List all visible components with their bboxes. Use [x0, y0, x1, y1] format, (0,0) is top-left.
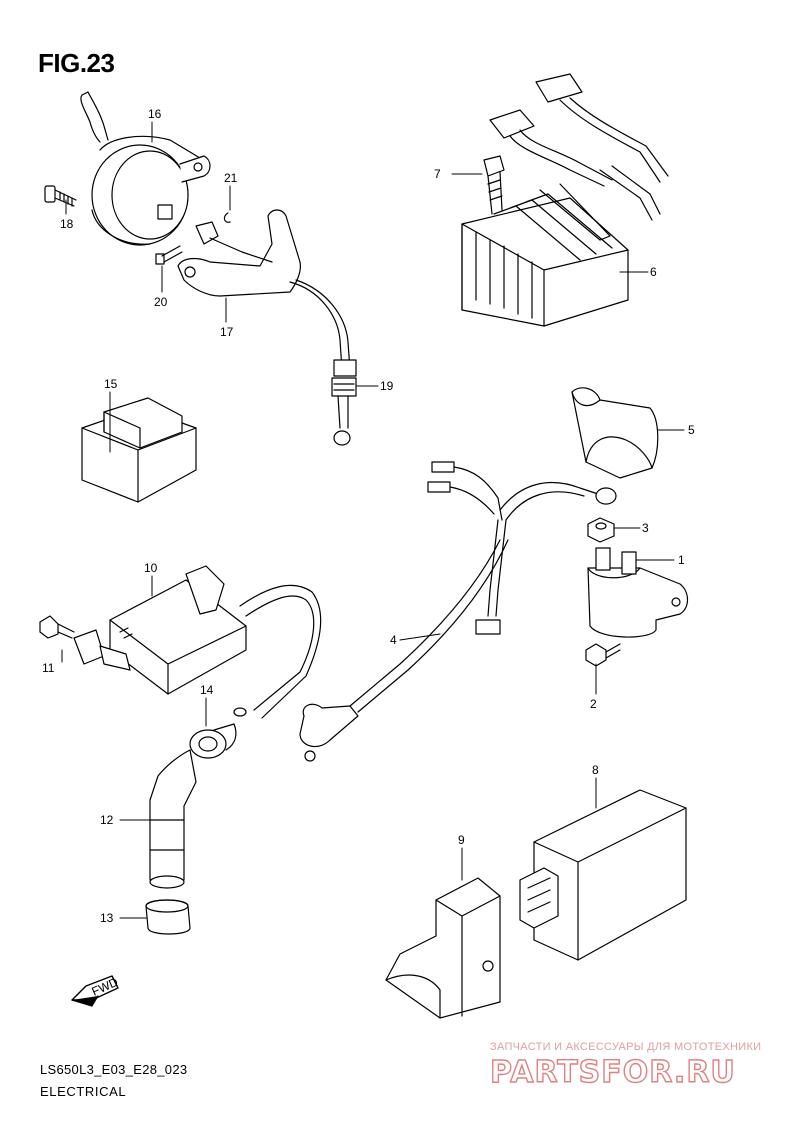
leader-lines	[61, 121, 685, 919]
callout-9: 9	[458, 833, 465, 847]
callout-2: 2	[590, 697, 597, 711]
part-14-seal	[189, 723, 237, 759]
callout-17: 17	[220, 325, 234, 339]
watermark-logo-text: PARTSFOR.RU	[490, 1055, 736, 1088]
callout-21: 21	[224, 171, 238, 185]
part-2-bolt	[585, 643, 621, 667]
part-18-screw	[44, 185, 77, 207]
watermark-logo: PARTSFOR.RU	[488, 1054, 784, 1090]
part-16-pickup-coil	[80, 91, 211, 246]
fwd-arrow: FWD	[71, 975, 121, 1007]
part-17-bracket	[177, 209, 357, 377]
callout-8: 8	[592, 763, 599, 777]
part-1-starter-relay	[587, 547, 689, 638]
part-15-relay	[81, 397, 197, 503]
callout-18: 18	[60, 217, 74, 231]
callout-10: 10	[144, 561, 158, 575]
callout-labels: 16 21 18 20 17 19 7 6 5 3 1 2 4 15 10 11…	[42, 107, 695, 925]
callout-20: 20	[154, 295, 168, 309]
callout-1: 1	[678, 553, 685, 567]
figure-title: FIG.23	[38, 48, 115, 78]
watermark-tagline: ЗАПЧАСТИ И АКСЕССУАРЫ ДЛЯ МОТОТЕХНИКИ	[490, 1041, 762, 1053]
callout-4: 4	[390, 633, 397, 647]
part-20-bolt	[155, 245, 183, 265]
diagram-code: LS650L3_E03_E28_023	[40, 1062, 188, 1077]
section-label: ELECTRICAL	[40, 1084, 127, 1099]
part-13-cover	[145, 899, 191, 935]
part-21-clip	[223, 212, 231, 223]
callout-3: 3	[642, 521, 649, 535]
part-5-cap	[571, 387, 659, 479]
callout-7: 7	[434, 167, 441, 181]
part-4-wire-harness	[299, 461, 617, 762]
callout-13: 13	[100, 911, 114, 925]
callout-5: 5	[688, 423, 695, 437]
callout-6: 6	[650, 265, 657, 279]
callout-14: 14	[200, 683, 214, 697]
part-8-ecm	[519, 789, 687, 961]
part-11-screw	[39, 615, 75, 639]
part-10-ignition-coil	[73, 565, 322, 719]
callout-15: 15	[104, 377, 118, 391]
callout-11: 11	[42, 661, 55, 675]
part-7-bolt	[483, 155, 505, 215]
fwd-label: FWD	[90, 975, 121, 999]
part-9-bracket	[385, 877, 501, 1019]
part-19-sensor	[331, 377, 357, 446]
callout-12: 12	[100, 813, 114, 827]
part-6-regulator-rectifier	[461, 73, 669, 327]
part-12-plug-cap	[149, 749, 197, 889]
callout-19: 19	[380, 379, 394, 393]
part-3-nut	[587, 517, 615, 543]
callout-16: 16	[148, 107, 162, 121]
